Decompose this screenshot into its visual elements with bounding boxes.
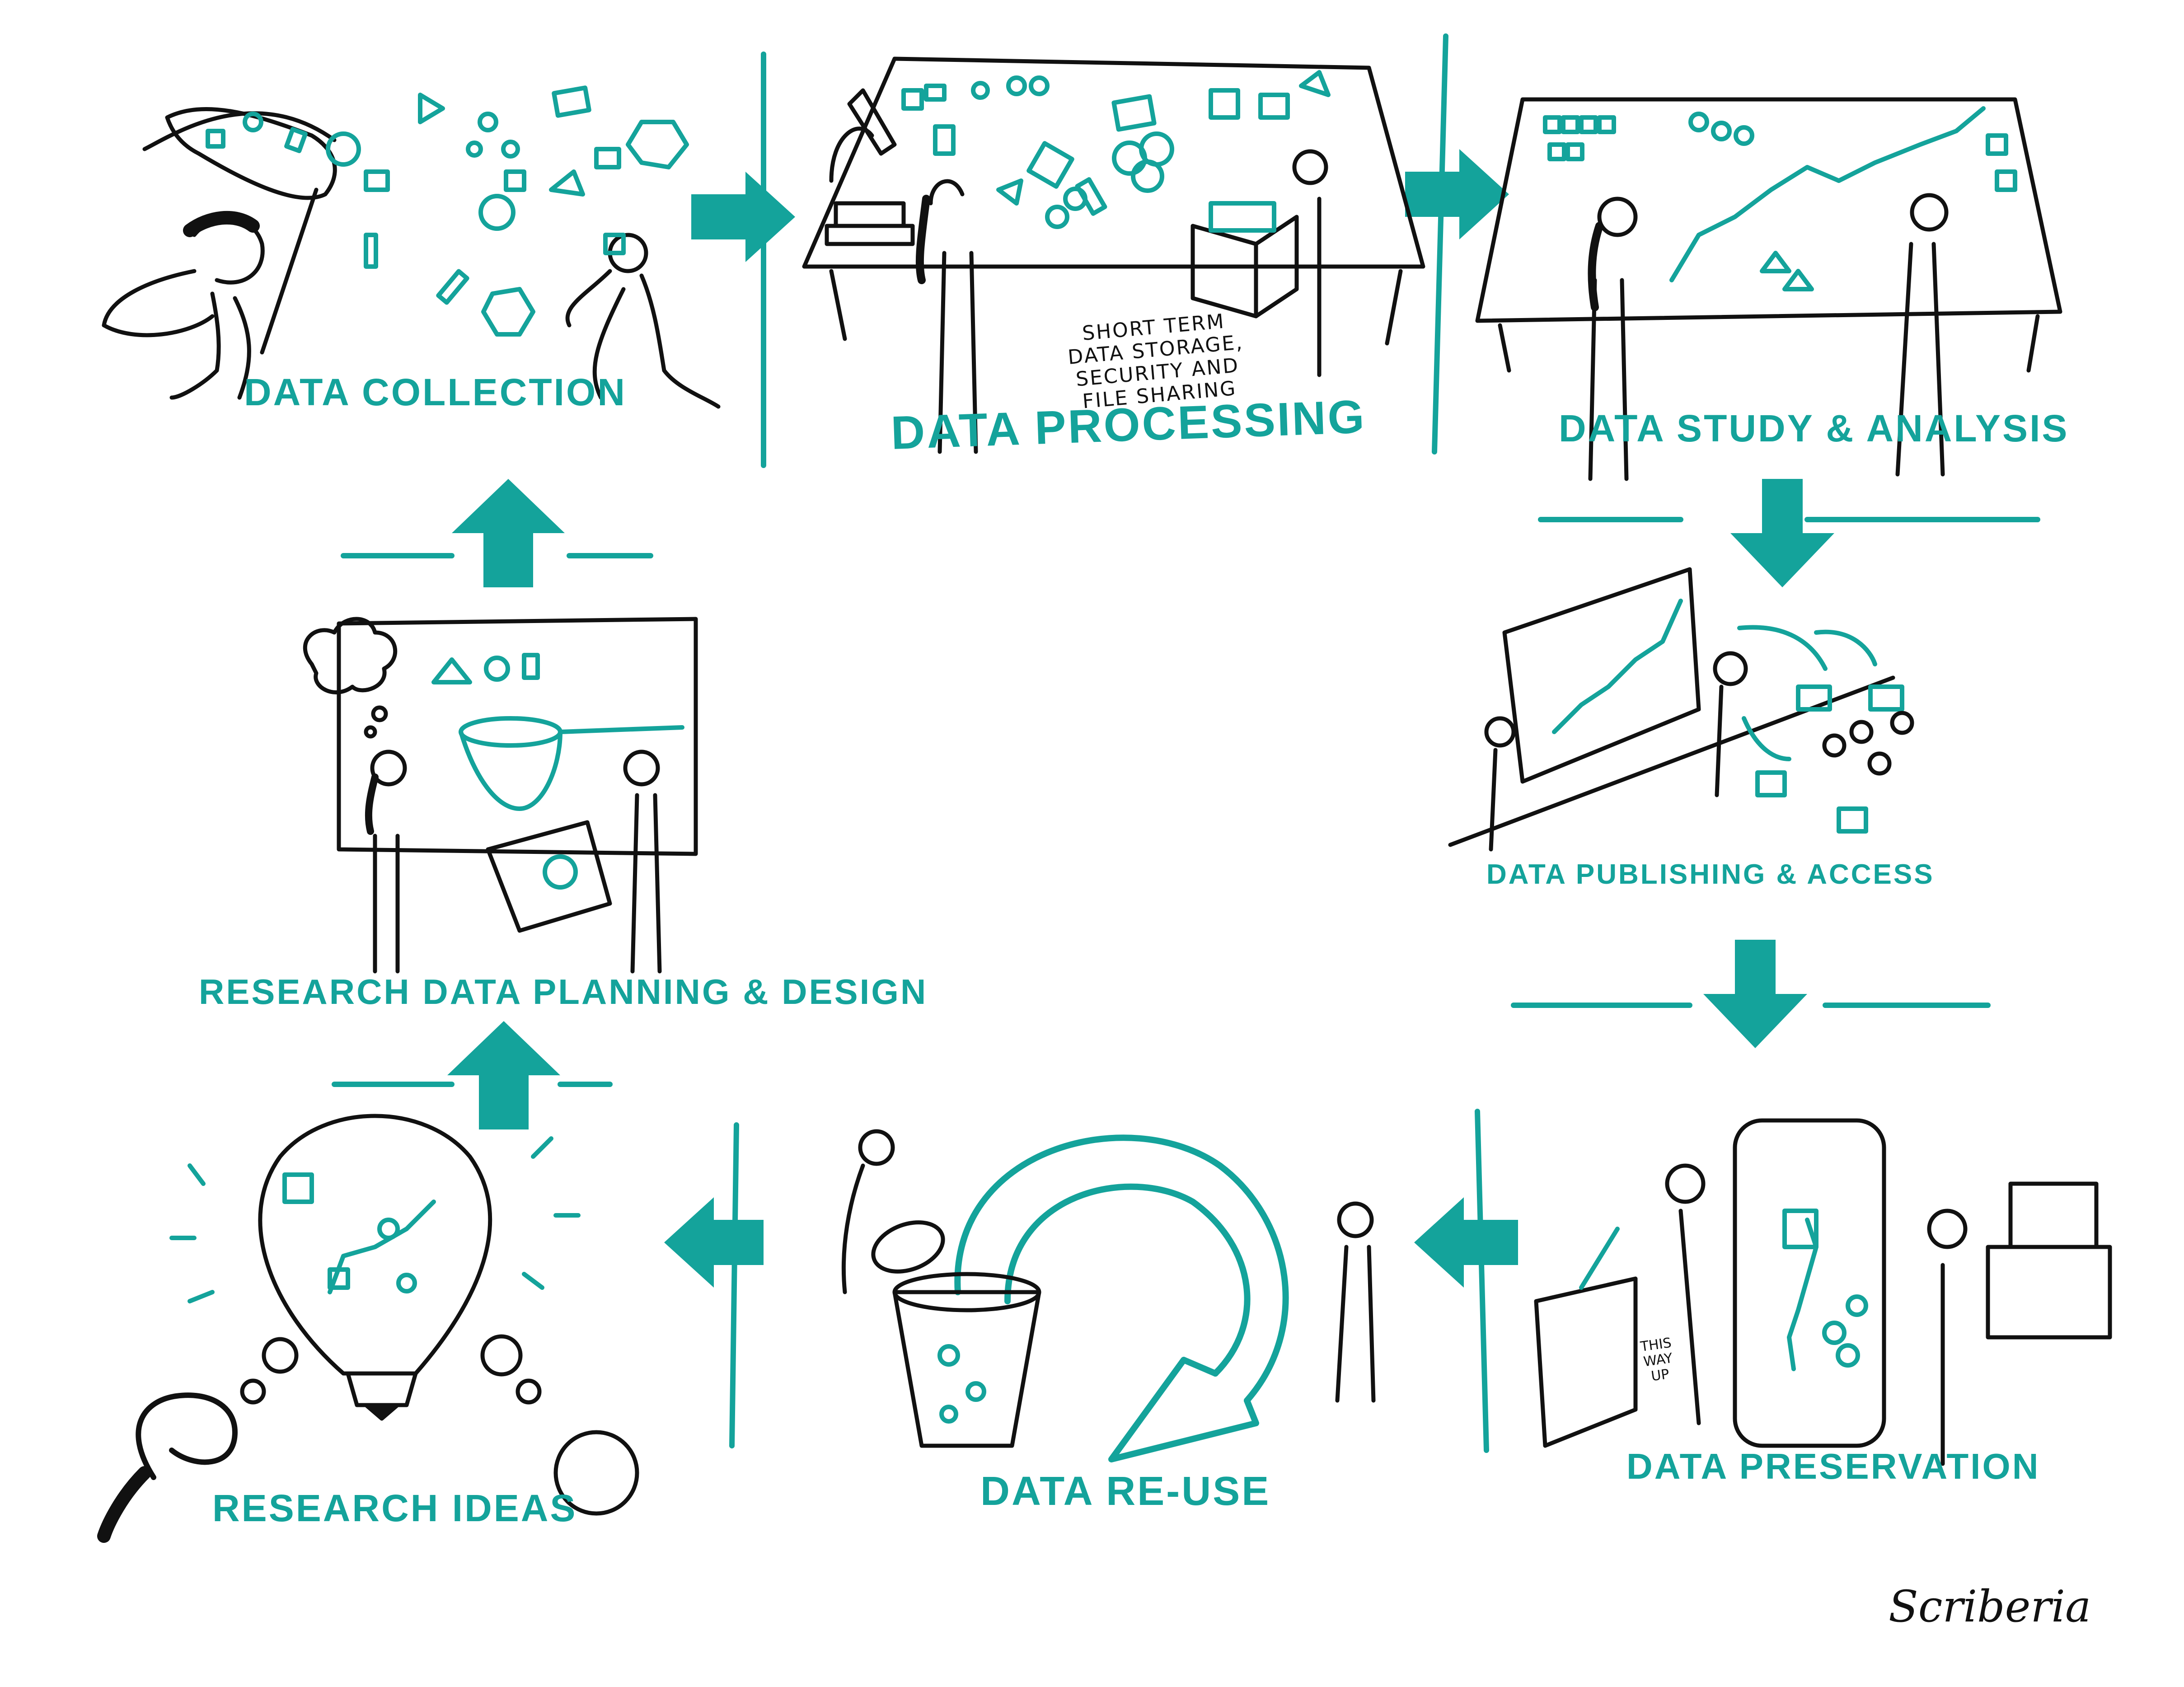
label-research-ideas: RESEARCH IDEAS	[212, 1487, 577, 1529]
arrow-left-icon	[664, 1197, 764, 1288]
section-dividers	[332, 33, 2040, 1453]
reuse-scene	[841, 1129, 1376, 1462]
arrow-right-icon	[691, 172, 795, 262]
analysis-scene	[1475, 97, 2062, 481]
label-research-data-planning: RESEARCH DATA PLANNING & DESIGN	[199, 972, 928, 1012]
arrow-up-icon	[452, 479, 565, 587]
arrow-down-icon	[1703, 940, 1807, 1048]
ideas-scene	[97, 1114, 639, 1543]
label-data-publishing-access: DATA PUBLISHING & ACCESS	[1486, 859, 1935, 890]
storage-note: SHORT TERM DATA STORAGE, SECURITY AND FI…	[1067, 309, 1245, 413]
arrow-right-icon	[1405, 149, 1509, 239]
collection-scene	[102, 85, 721, 409]
processing-scene	[802, 56, 1425, 454]
publishing-scene	[1448, 567, 1914, 852]
brand-signature: Scriberia	[1889, 1581, 2091, 1632]
preservation-scene	[1534, 1118, 2112, 1466]
arrow-down-icon	[1730, 479, 1834, 587]
arrow-up-icon	[447, 1021, 560, 1129]
planning-scene	[303, 617, 698, 974]
label-data-reuse: DATA RE-USE	[980, 1469, 1271, 1514]
box-label: THIS WAY UP	[1639, 1335, 1674, 1385]
arrow-left-icon	[1414, 1197, 1518, 1288]
label-data-study-analysis: DATA STUDY & ANALYSIS	[1559, 407, 2069, 450]
flow-arrows	[447, 149, 1834, 1288]
label-data-preservation: DATA PRESERVATION	[1626, 1446, 2040, 1486]
label-data-collection: DATA COLLECTION	[244, 371, 627, 413]
